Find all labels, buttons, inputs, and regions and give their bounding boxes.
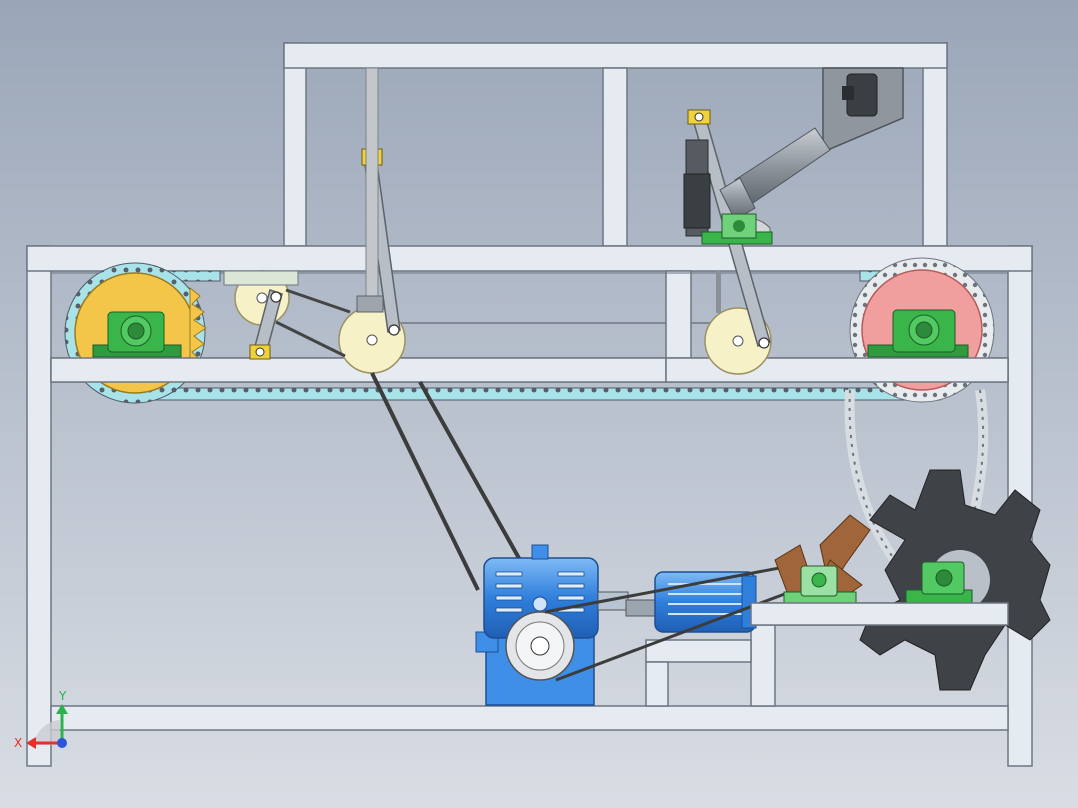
- v-belt: [370, 372, 522, 591]
- cylinder: [683, 139, 711, 237]
- coordinate-triad: Y X: [14, 689, 68, 750]
- platform-bearing-right: [905, 561, 973, 605]
- platform-leg: [750, 624, 776, 707]
- top-beam: [26, 245, 1033, 272]
- motor-stand-leg: [645, 661, 669, 707]
- y-axis-label: Y: [58, 689, 67, 703]
- guide-rod: [365, 67, 379, 301]
- bottom-beam: [50, 705, 1009, 731]
- center-post: [665, 270, 692, 359]
- hopper: [822, 67, 904, 154]
- platform-bearing-left: [783, 565, 857, 605]
- upper-bearing: [701, 213, 773, 245]
- post-left: [26, 245, 52, 767]
- x-axis-label: X: [14, 736, 22, 750]
- motor-stand-top: [645, 639, 752, 663]
- upper-post-right: [922, 42, 948, 247]
- upper-top-beam: [283, 42, 948, 69]
- discharge-pipe: [719, 127, 831, 221]
- upper-post-left: [283, 42, 307, 247]
- upper-mid-post: [602, 67, 628, 247]
- gear-reducer: [475, 544, 657, 706]
